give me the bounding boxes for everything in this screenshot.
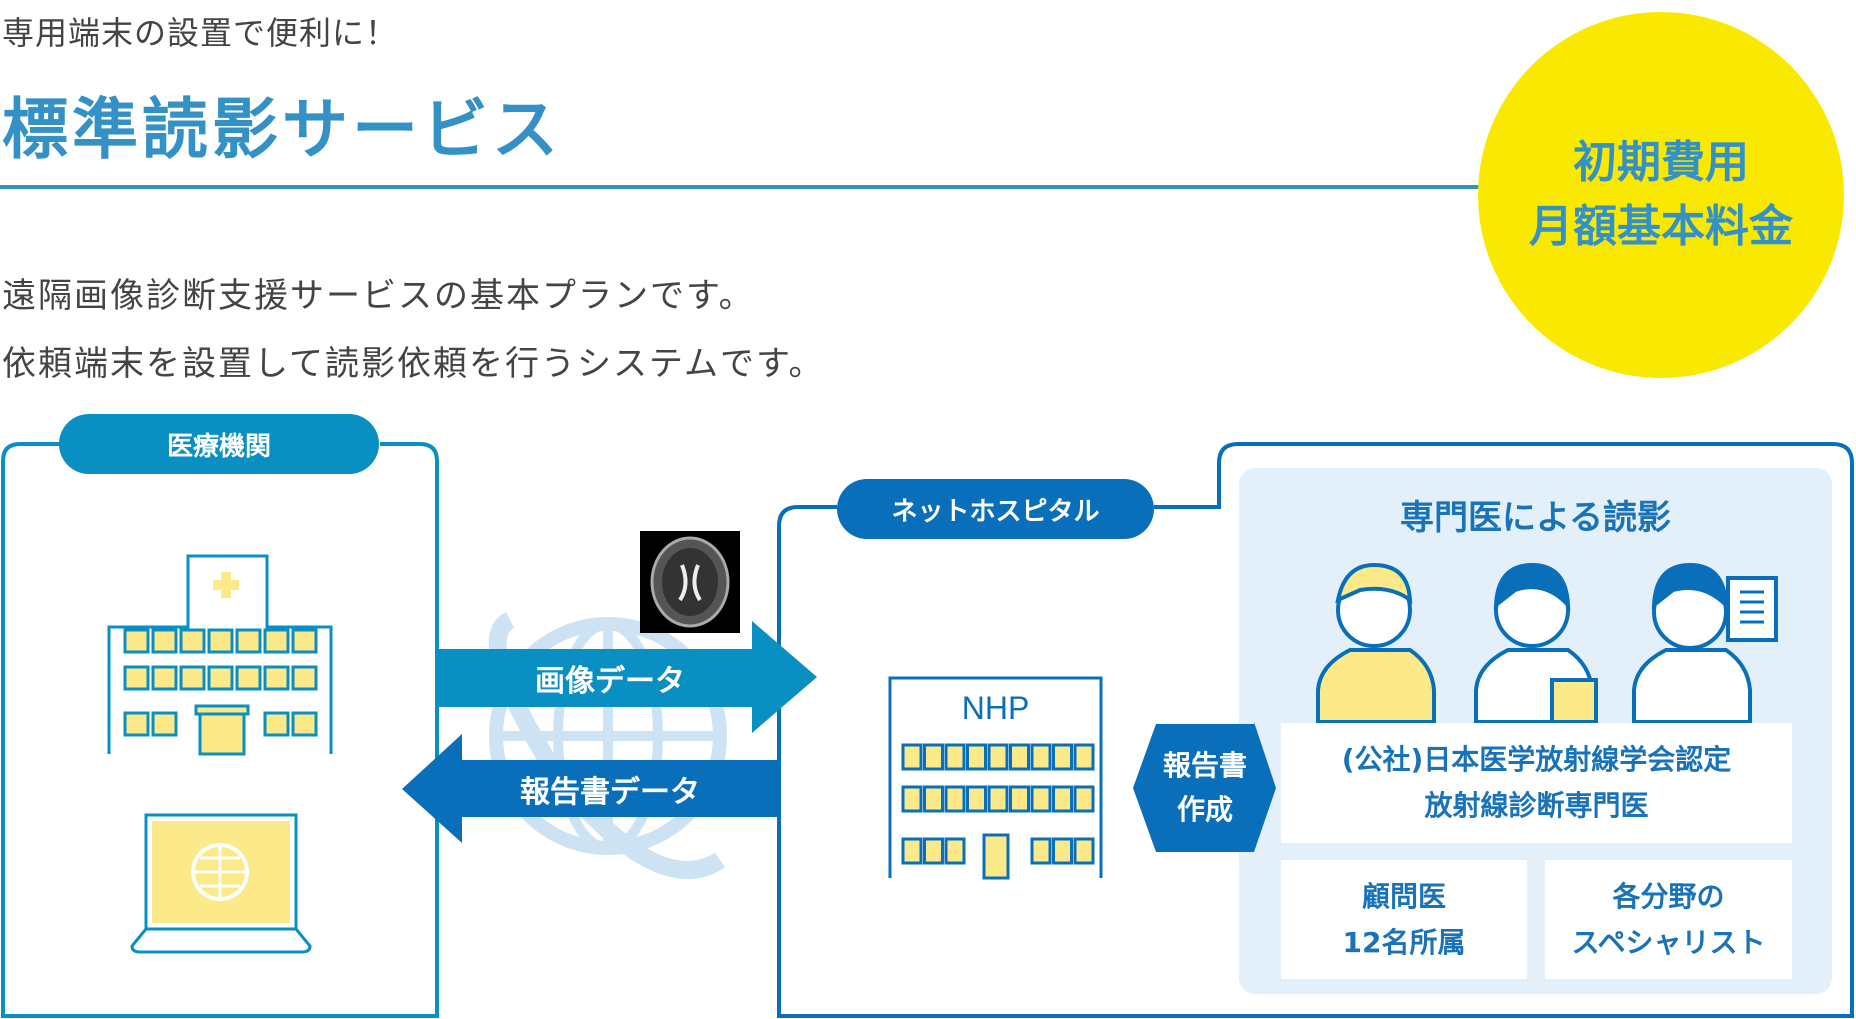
certification-box: (公社)日本医学放射線学会認定 放射線診断専門医	[1281, 723, 1792, 843]
report-create-line-1: 報告書	[1162, 749, 1247, 782]
pricing-badge: 初期費用 月額基本料金	[1478, 12, 1844, 378]
window	[901, 785, 923, 813]
window	[944, 785, 966, 813]
image-data-label: 画像データ	[535, 664, 685, 699]
window	[1009, 743, 1030, 771]
report-create-label: 報告書 作成	[1140, 740, 1270, 836]
doctor-1	[1316, 562, 1436, 724]
advisors-line-2: 12名所属	[1342, 925, 1466, 959]
net-hospital-frame	[777, 442, 1854, 1018]
window	[123, 711, 150, 737]
specialist-panel-title: 専門医による読影	[1400, 498, 1671, 538]
window	[123, 665, 150, 691]
laptop-icon	[130, 813, 312, 954]
badge-line-1: 初期費用	[1573, 137, 1749, 188]
window	[901, 837, 923, 865]
title-divider	[0, 185, 1480, 189]
report-create-line-2: 作成	[1176, 793, 1233, 826]
cert-line-2: 放射線診断専門医	[1424, 789, 1649, 822]
window	[263, 628, 290, 654]
nhp-sign: NHP	[961, 690, 1030, 726]
window	[1052, 785, 1073, 813]
window	[923, 785, 944, 813]
lead-text: 専用端末の設置で便利に！	[2, 14, 399, 52]
window	[1030, 837, 1052, 865]
advisors-line-1: 顧問医	[1361, 879, 1446, 913]
hospital-building-icon	[107, 554, 333, 754]
medical-institution-frame	[1, 442, 439, 1018]
window	[944, 743, 966, 771]
window	[987, 743, 1009, 771]
window	[1009, 785, 1030, 813]
image-data-arrow	[438, 621, 817, 733]
window	[263, 665, 290, 691]
specialists-box: 各分野の スペシャリスト	[1545, 860, 1792, 979]
window	[151, 711, 178, 737]
window	[207, 628, 234, 654]
window	[235, 665, 262, 691]
window	[1073, 837, 1095, 865]
window	[179, 628, 206, 654]
window	[1073, 743, 1095, 771]
doctor-3	[1632, 562, 1778, 724]
medical-institution-label: 医療機関	[59, 414, 379, 474]
window	[1030, 785, 1052, 813]
window	[944, 837, 966, 865]
description-line-1: 遠隔画像診断支援サービスの基本プランです。	[2, 276, 755, 316]
window	[291, 711, 318, 737]
window	[151, 628, 178, 654]
window	[901, 743, 923, 771]
cert-line-1: (公社)日本医学放射線学会認定	[1341, 743, 1732, 776]
window	[235, 628, 262, 654]
window	[179, 665, 206, 691]
report-data-label: 報告書データ	[520, 774, 700, 810]
window	[291, 628, 318, 654]
window	[1073, 785, 1095, 813]
specialists-line-1: 各分野の	[1612, 879, 1725, 913]
window	[966, 743, 987, 771]
window	[1052, 837, 1073, 865]
window	[1052, 743, 1073, 771]
badge-line-2: 月額基本料金	[1529, 201, 1793, 252]
hospital-windows	[123, 628, 318, 756]
window	[982, 833, 1010, 880]
nhp-building-icon	[888, 676, 1103, 878]
window	[923, 837, 944, 865]
doctors-illustration	[1316, 562, 1778, 724]
window	[151, 665, 178, 691]
window	[198, 712, 246, 756]
mri-brain-image	[640, 531, 740, 633]
window	[987, 785, 1009, 813]
net-hospital-label: ネットホスピタル	[837, 479, 1154, 539]
description-line-2: 依頼端末を設置して読影依頼を行うシステムです。	[2, 344, 825, 384]
nhp-windows	[901, 743, 1095, 880]
specialists-line-2: スペシャリスト	[1571, 925, 1766, 959]
report-data-arrow	[402, 734, 778, 843]
doctor-2	[1474, 562, 1598, 724]
window	[263, 711, 290, 737]
window	[123, 628, 150, 654]
window	[291, 665, 318, 691]
page-title: 標準読影サービス	[2, 91, 562, 168]
report-create-arrow	[1133, 722, 1276, 852]
window	[923, 743, 944, 771]
advisors-box: 顧問医 12名所属	[1281, 860, 1527, 979]
window	[207, 665, 234, 691]
window	[966, 785, 987, 813]
window	[1030, 743, 1052, 771]
